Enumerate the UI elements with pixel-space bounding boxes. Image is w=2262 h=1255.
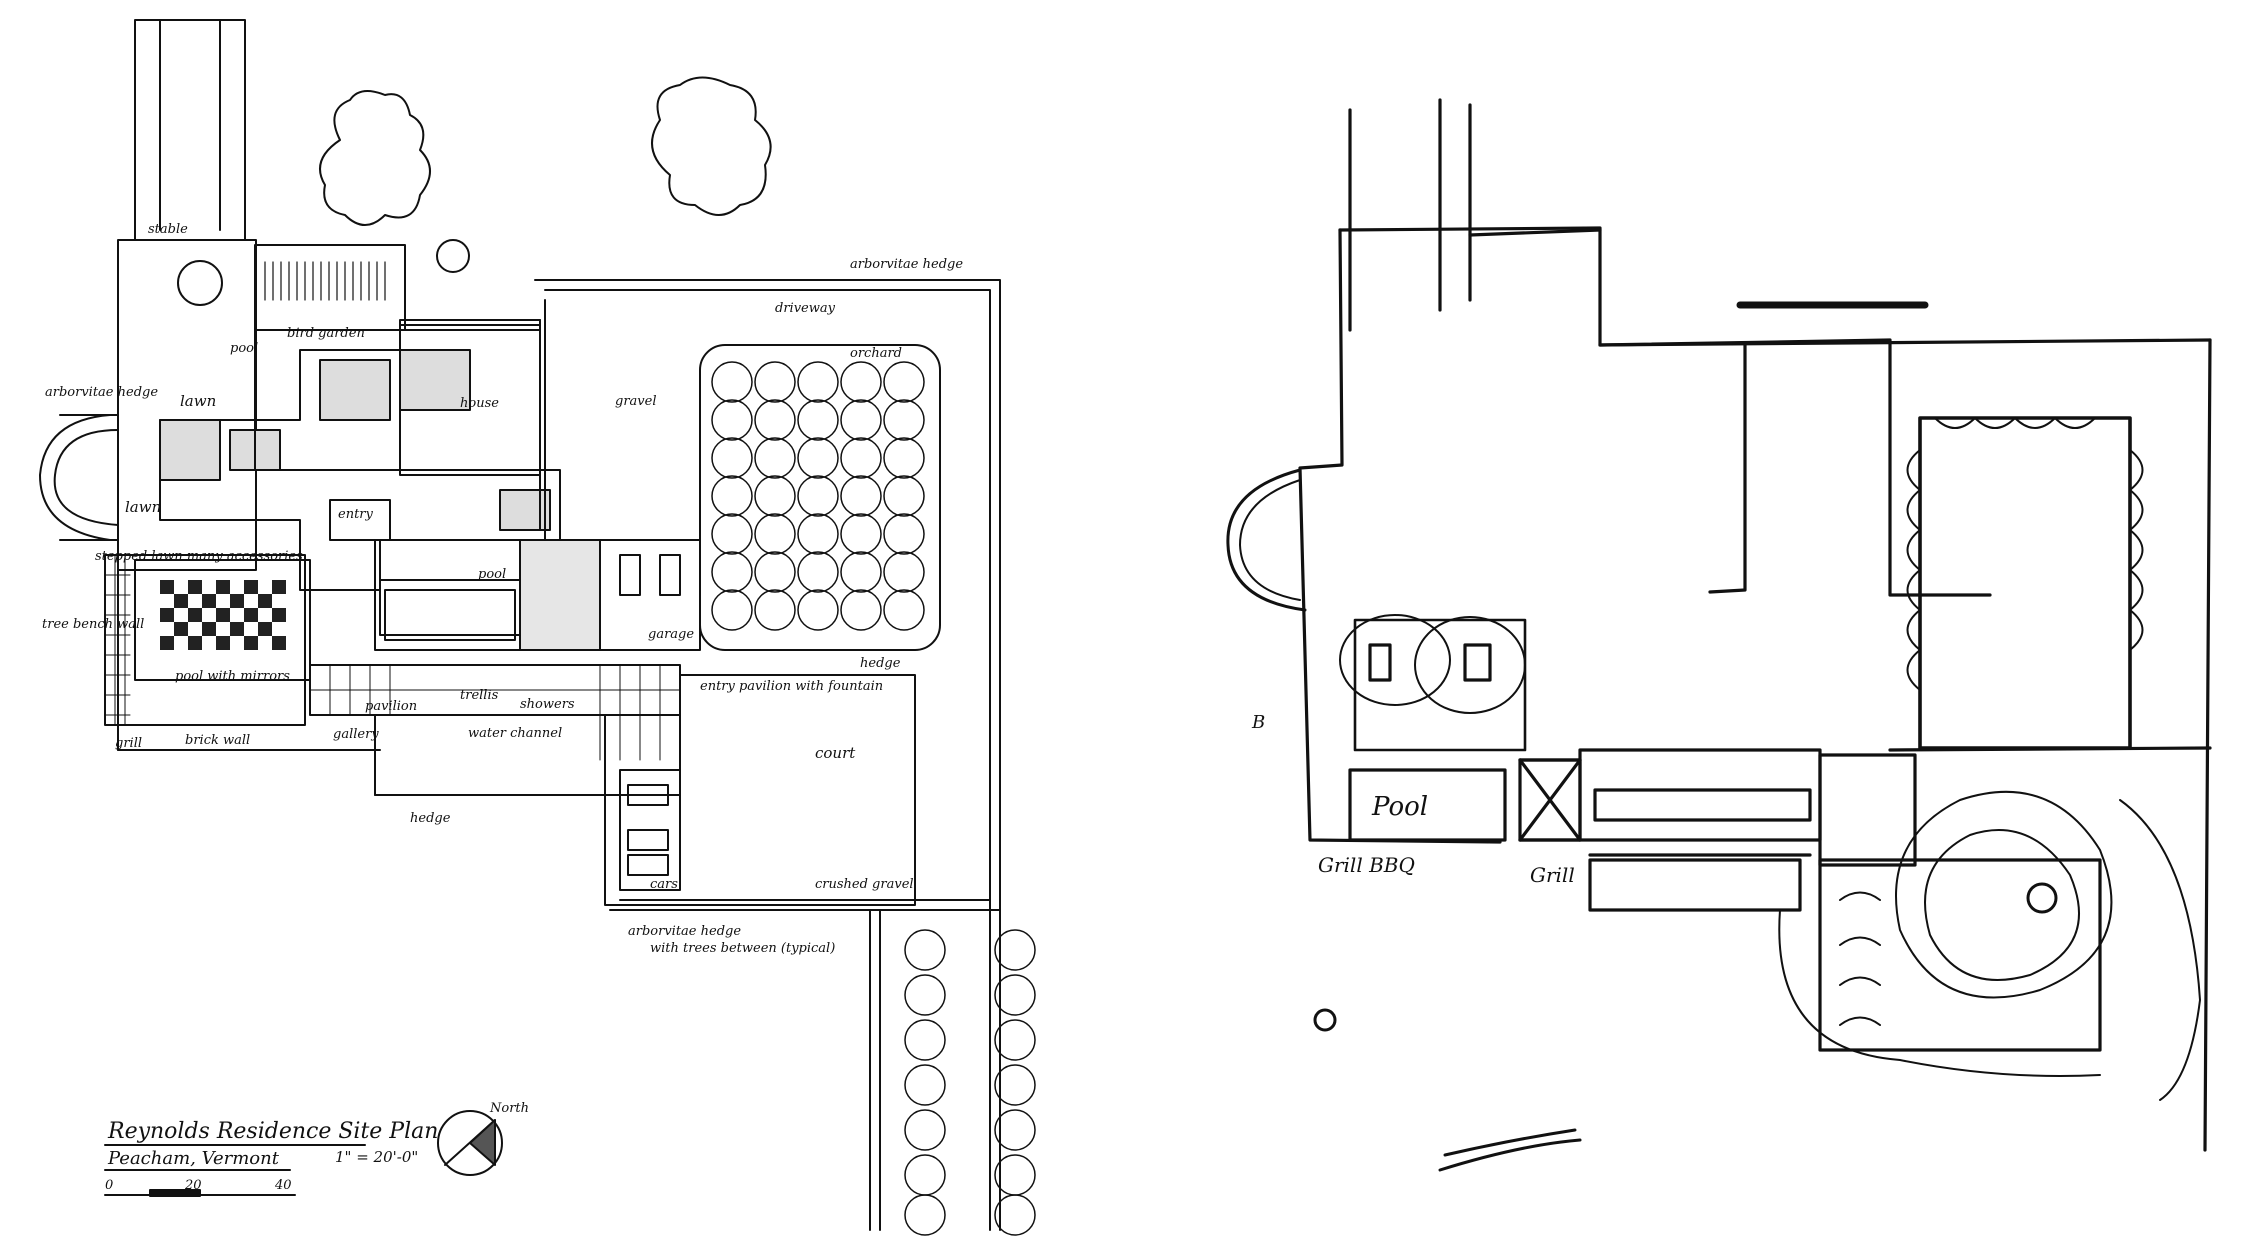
north-label: North [489,1101,529,1116]
tree-canopy [651,76,772,216]
sketch-label-b: B [1251,712,1265,733]
label-driveway: driveway [775,301,836,316]
label-court: court [815,744,856,762]
plan-scale: 1" = 20'-0" [335,1148,418,1166]
label-stable: stable [148,222,188,237]
label-cars: cars [650,877,678,892]
plan-title: Reynolds Residence Site Plan [107,1119,438,1144]
label-water-channel: water channel [468,726,562,741]
lane-trees [904,929,1036,1236]
west-bay [53,429,119,526]
label-stepped-lawn: stepped lawn many accessories [95,549,303,564]
scale-tick-20: 20 [184,1178,202,1193]
label-arborvitae-hedge-left: arborvitae hedge [45,385,158,400]
label-arborvitae-hedge-top: arborvitae hedge [850,257,963,272]
scale-tick-0: 0 [105,1178,113,1193]
label-bird-garden: bird garden [287,326,365,341]
orchard [699,344,941,651]
label-entry-pavilion: entry pavilion with fountain [700,679,883,694]
round-planter [177,260,223,306]
left-site-plan [39,19,1036,1236]
label-with-trees: with trees between (typical) [650,941,835,956]
label-hedge-bottom: hedge [410,811,451,826]
sketch-label-grill-bbq: Grill BBQ [1318,853,1415,877]
orchard-trees [711,361,925,631]
label-tree-bench-wall: tree bench wall [42,617,144,632]
label-grill: grill [115,736,142,751]
pool-inner [379,579,521,636]
label-arborvitae-hedge-bottom: arborvitae hedge [628,924,741,939]
label-orchard: orchard [850,346,902,361]
label-lawn-lower: lawn [125,498,161,516]
sketch-label-grill: Grill [1530,863,1575,887]
court [604,674,916,906]
title-block: Reynolds Residence Site Plan Peacham, Ve… [105,1101,529,1193]
left-labels: stable bird garden pool arborvitae hedge… [42,222,963,956]
scale-tick-40: 40 [274,1178,292,1193]
label-lawn-upper: lawn [180,392,216,410]
pool-with-mirrors [134,559,311,681]
sketch-pool [1348,768,1507,842]
stable-column [134,19,246,241]
sketch-court [1918,416,2132,750]
bird-garden [254,244,406,331]
tree-canopy [319,90,431,226]
label-gallery: gallery [333,727,379,742]
label-house: house [460,396,499,411]
label-garage: garage [648,627,694,642]
plan-subtitle: Peacham, Vermont [107,1148,280,1169]
right-labels: Pool Grill BBQ Grill B [1251,712,1575,887]
label-showers: showers [520,697,575,712]
label-entry: entry [338,507,374,522]
label-pool-top: pool [230,341,258,356]
label-hedge-right: hedge [860,656,901,671]
sketch-label-pool: Pool [1371,792,1428,822]
label-pool-with-mirrors: pool with mirrors [175,669,290,684]
label-pool-mid: pool [478,567,506,582]
house-footprint [159,319,561,591]
label-trellis: trellis [460,688,499,703]
label-crushed-gravel: crushed gravel [815,877,914,892]
north-arrow [437,1110,503,1176]
label-gravel: gravel [615,394,656,409]
right-sketch [1226,98,2212,1172]
label-pavilion: pavilion [365,699,417,714]
label-brick-wall: brick wall [185,733,250,748]
